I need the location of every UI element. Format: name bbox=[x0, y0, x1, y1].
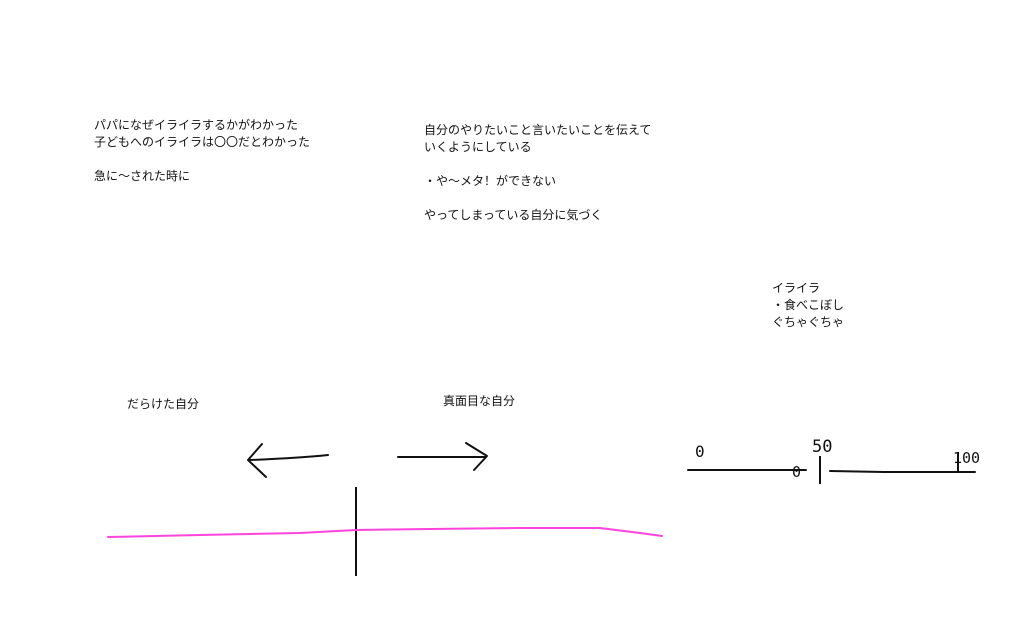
note-left-line-1: パパになぜイライラするかがわかった bbox=[94, 118, 299, 132]
left-arrow-icon bbox=[247, 443, 329, 478]
note-right: イライラ ・食べこぼし ぐちゃぐちゃ bbox=[772, 280, 844, 331]
scale-marker-label: 0 bbox=[792, 463, 801, 481]
note-left-line-2: 子どもへのイライラは〇〇だとわかった bbox=[94, 135, 311, 149]
right-arrow-icon bbox=[397, 442, 488, 471]
note-right-line-1: イライラ bbox=[772, 281, 821, 295]
scale-min-label: 0 bbox=[695, 442, 705, 461]
scale-max-label: 100 bbox=[953, 449, 980, 467]
scale-axis-line bbox=[687, 469, 976, 473]
note-middle-line-3 bbox=[424, 156, 651, 173]
note-left: パパになぜイライラするかがわかった 子どもへのイライラは〇〇だとわかった 急に〜… bbox=[94, 117, 310, 185]
note-left-line-3 bbox=[94, 151, 310, 168]
note-middle: 自分のやりたいこと言いたいことを伝えて いくようにしている ・や〜メタ！ができな… bbox=[424, 122, 651, 224]
note-middle-line-6: やってしまっている自分に気づく bbox=[424, 208, 603, 222]
note-middle-line-2: いくようにしている bbox=[424, 140, 532, 154]
note-left-line-4: 急に〜された時に bbox=[94, 169, 191, 183]
spectrum-curve bbox=[107, 527, 663, 538]
spectrum-left-label: だらけた自分 bbox=[127, 397, 200, 411]
scale-mid-label: 50 bbox=[812, 437, 832, 457]
spectrum-right-label: 真面目な自分 bbox=[443, 394, 516, 408]
note-right-line-2: ・食べこぼし bbox=[772, 298, 845, 312]
note-right-line-3: ぐちゃぐちゃ bbox=[772, 315, 845, 329]
note-middle-line-5 bbox=[424, 190, 651, 207]
note-middle-line-4: ・や〜メタ！ができない bbox=[424, 174, 557, 188]
note-middle-line-1: 自分のやりたいこと言いたいことを伝えて bbox=[424, 123, 652, 137]
